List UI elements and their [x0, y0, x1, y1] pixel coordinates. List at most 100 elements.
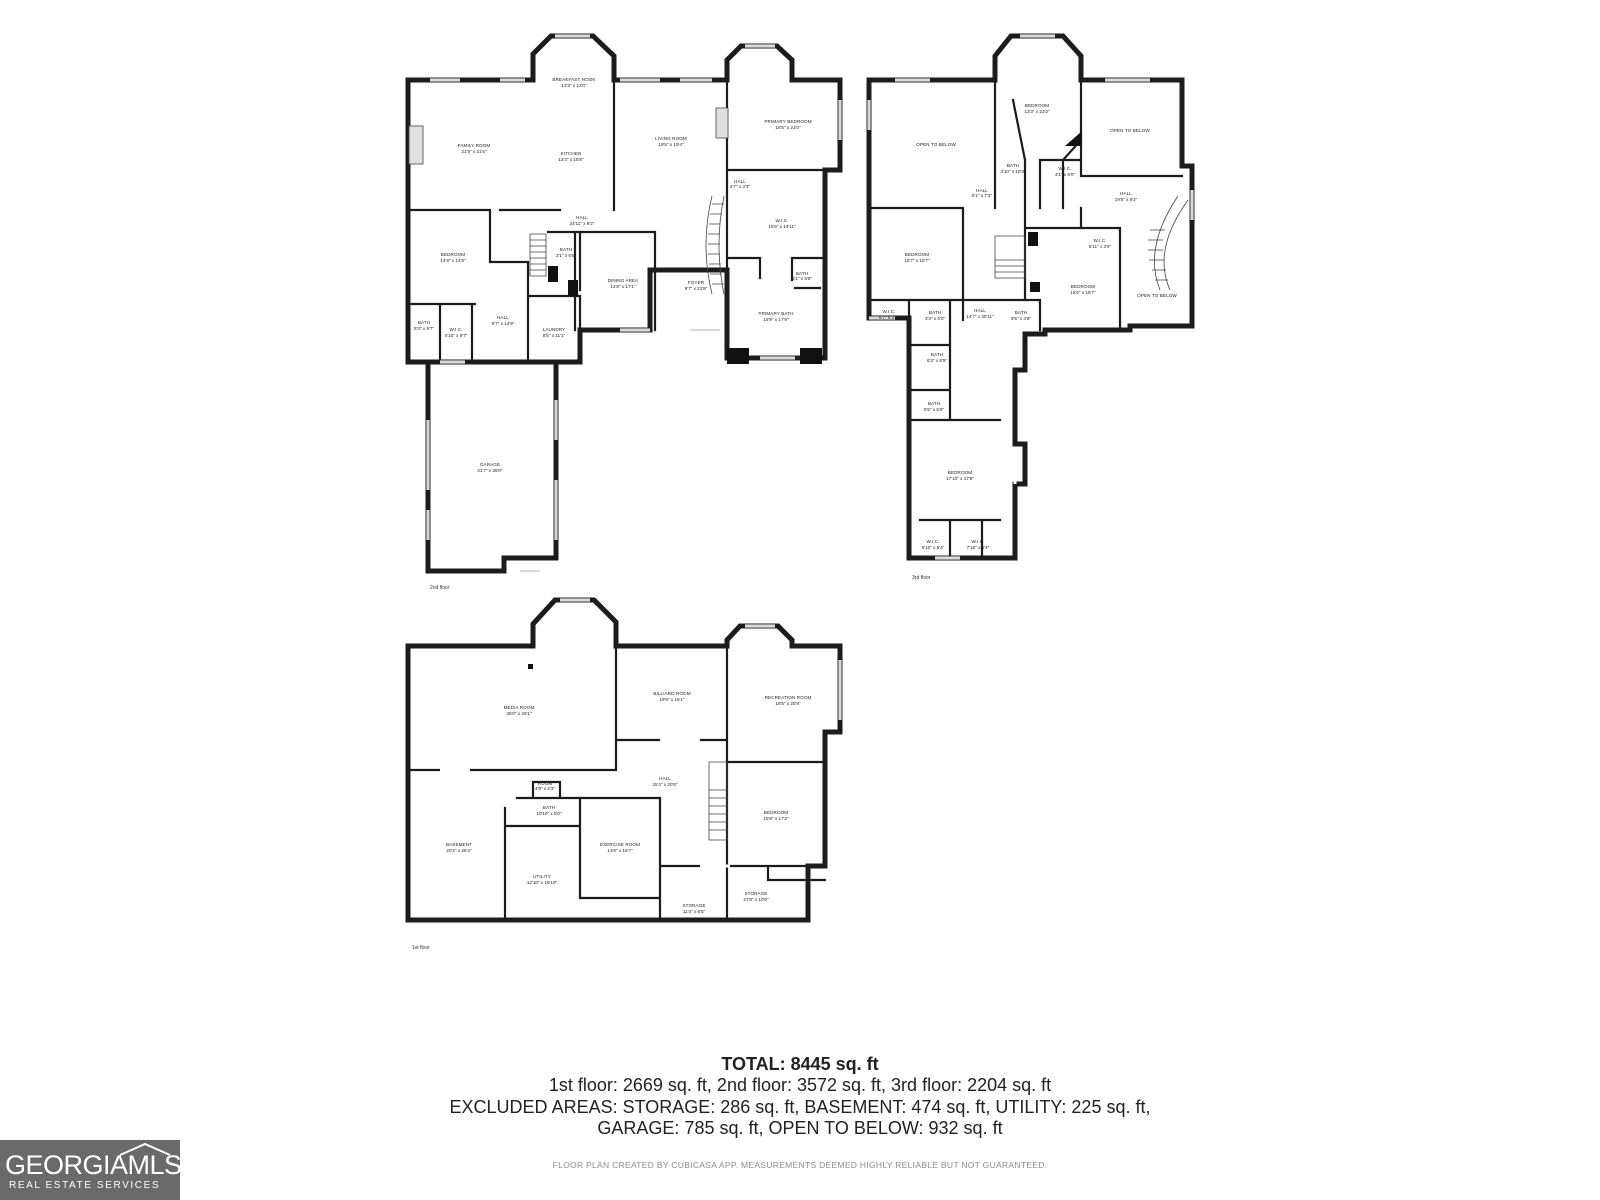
room-primary-wic: W.I.C.15'9" x 14'11" — [768, 218, 796, 229]
svg-text:13'3" x 23'2": 13'3" x 23'2" — [1024, 109, 1050, 114]
svg-text:BILLIARD ROOM: BILLIARD ROOM — [653, 691, 690, 696]
room-wic-3c: W.I.C.6'7" x 3'5" — [879, 309, 899, 320]
svg-text:24'11" x 9'2": 24'11" x 9'2" — [570, 221, 595, 226]
svg-text:3'3" x 5'0": 3'3" x 5'0" — [925, 316, 945, 321]
floor-areas: 1st floor: 2669 sq. ft, 2nd floor: 3572 … — [548, 1075, 1052, 1095]
room-wic-3d: W.I.C.6'10" x 5'4" — [922, 539, 945, 550]
svg-text:OPEN TO BELOW: OPEN TO BELOW — [916, 142, 956, 147]
svg-text:19'5" x 16'1": 19'5" x 16'1" — [659, 697, 685, 702]
second-floor-plan — [405, 33, 843, 574]
svg-text:19'5" x 19'4": 19'5" x 19'4" — [658, 142, 684, 147]
svg-text:W.I.C.: W.I.C. — [1093, 238, 1106, 243]
svg-text:BATH: BATH — [1015, 310, 1027, 315]
svg-text:15'9" x 14'11": 15'9" x 14'11" — [768, 224, 796, 229]
svg-text:5'1" x 5'6": 5'1" x 5'6" — [792, 276, 812, 281]
svg-text:18'5" x 25'8": 18'5" x 25'8" — [775, 701, 801, 706]
svg-text:GARAGE: GARAGE — [480, 462, 500, 467]
svg-text:BASEMENT: BASEMENT — [446, 842, 472, 847]
svg-text:19'5" x 9'2": 19'5" x 9'2" — [1115, 197, 1138, 202]
svg-text:4'10" x 9'7": 4'10" x 9'7" — [445, 333, 468, 338]
svg-text:BREAKFAST NOOK: BREAKFAST NOOK — [552, 77, 596, 82]
svg-text:STORAGE: STORAGE — [682, 903, 705, 908]
logo-name: GEORGIAMLS — [5, 1150, 182, 1180]
room-wic-3a: W.I.C.4'1" x 9'0" — [1055, 166, 1075, 177]
room-open-below-right: OPEN TO BELOW — [1110, 128, 1150, 133]
svg-text:20'2" x 26'4": 20'2" x 26'4" — [446, 848, 472, 853]
svg-text:FOYER: FOYER — [688, 280, 705, 285]
georgia-mls-logo: GEORGIAMLS REAL ESTATE SERVICES — [0, 1140, 182, 1200]
svg-text:4'9" x 2'3": 4'9" x 2'3" — [535, 786, 555, 791]
svg-text:PRIMARY BEDROOM: PRIMARY BEDROOM — [764, 119, 811, 124]
svg-text:RECREATION ROOM: RECREATION ROOM — [765, 695, 812, 700]
total-area: TOTAL: 8445 sq. ft — [721, 1054, 879, 1074]
svg-text:W.I.C.: W.I.C. — [775, 218, 788, 223]
svg-text:9'7" x 14'9": 9'7" x 14'9" — [492, 321, 515, 326]
svg-text:BEDROOM: BEDROOM — [441, 252, 466, 257]
svg-text:13'3" x 15'8": 13'3" x 15'8" — [558, 157, 584, 162]
excluded-areas-continued: GARAGE: 785 sq. ft, OPEN TO BELOW: 932 s… — [597, 1118, 1003, 1138]
svg-text:7'10" x 5'4": 7'10" x 5'4" — [967, 545, 990, 550]
second-floor-label: 2nd floor — [430, 585, 450, 591]
svg-text:6'7" x 3'5": 6'7" x 3'5" — [879, 315, 899, 320]
svg-text:15'7" x 15'7": 15'7" x 15'7" — [904, 258, 930, 263]
svg-text:9'7" x 21'9": 9'7" x 21'9" — [685, 286, 708, 291]
svg-text:12'10" x 16'10": 12'10" x 16'10" — [527, 880, 558, 885]
svg-text:HALL: HALL — [976, 188, 988, 193]
svg-text:EXERCISE ROOM: EXERCISE ROOM — [600, 842, 640, 847]
roof-icon — [119, 1142, 171, 1156]
svg-text:4'1" x 9'0": 4'1" x 9'0" — [1055, 172, 1075, 177]
svg-text:35'0" x 29'1": 35'0" x 29'1" — [506, 711, 532, 716]
svg-text:4'10" x 10'3": 4'10" x 10'3" — [1000, 169, 1026, 174]
svg-text:21'7" x 35'0": 21'7" x 35'0" — [477, 468, 503, 473]
svg-text:BATH: BATH — [1007, 163, 1019, 168]
svg-text:11'4" x 6'5": 11'4" x 6'5" — [683, 909, 706, 914]
svg-text:25'4" x 20'5": 25'4" x 20'5" — [652, 782, 678, 787]
svg-text:5'5" x 5'9": 5'5" x 5'9" — [924, 407, 944, 412]
svg-text:BEDROOM: BEDROOM — [764, 810, 789, 815]
svg-text:BATH: BATH — [796, 271, 808, 276]
svg-text:27'8" x 10'6": 27'8" x 10'6" — [743, 897, 769, 902]
svg-text:14'8" x 14'8": 14'8" x 14'8" — [440, 258, 466, 263]
svg-text:PRIMARY BATH: PRIMARY BATH — [758, 311, 793, 316]
third-floor-label: 3rd floor — [912, 575, 931, 581]
third-floor-plan — [866, 33, 1195, 561]
svg-text:LAUNDRY: LAUNDRY — [543, 327, 566, 332]
svg-text:LIVING ROOM: LIVING ROOM — [655, 136, 687, 141]
svg-text:HALL: HALL — [1120, 191, 1132, 196]
svg-text:2'1" x 6'5": 2'1" x 6'5" — [556, 253, 576, 258]
svg-text:14'8" x 17'1": 14'8" x 17'1" — [610, 284, 636, 289]
svg-text:BATH: BATH — [543, 805, 555, 810]
svg-text:14'7" x 30'11": 14'7" x 30'11" — [966, 314, 994, 319]
svg-text:2'7" x 3'3": 2'7" x 3'3" — [730, 184, 750, 189]
svg-text:HALL: HALL — [974, 308, 986, 313]
